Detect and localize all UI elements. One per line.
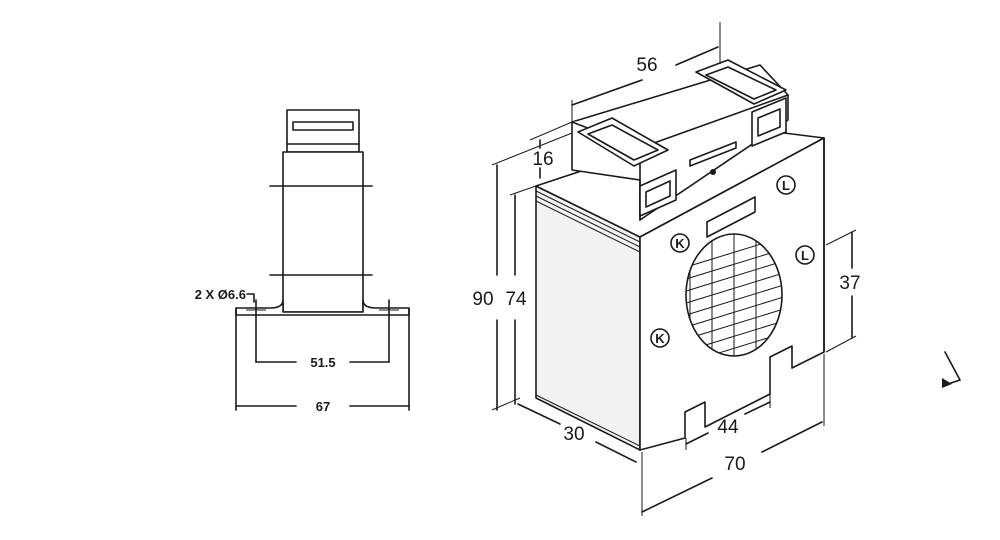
svg-text:L: L [782,178,790,193]
arrow-mark-icon [942,351,961,388]
dim-37: 37 [839,273,860,294]
dim-44-line [685,432,709,445]
dim-30-line [517,403,561,425]
terminal-screw [710,169,716,175]
dim-51-5: 51.5 [310,355,335,370]
terminal-l-right: L [795,245,815,265]
svg-text:K: K [675,236,685,251]
dim-74: 74 [505,289,527,310]
hole-note: 2 X Ø6.6 [195,287,246,302]
dim-90: 90 [472,289,493,310]
terminal-l-top: L [776,175,796,195]
side-body [282,151,364,313]
terminal-screw-slot [689,141,737,167]
dim-70: 70 [724,454,745,475]
side-mounting-foot [235,299,410,316]
side-terminal-block [286,109,360,153]
side-view: 2 X Ø6.6 51.5 67 [195,109,410,414]
dim-70-line [641,477,713,513]
side-terminal-slot [292,121,354,131]
dim-16: 16 [532,149,553,170]
terminal-k-bottom: K [650,328,670,348]
dim-56: 56 [636,55,657,76]
iso-view: K L K L [472,22,861,516]
hole-leader [246,293,255,303]
iso-terminal-block [571,59,789,221]
svg-text:L: L [801,248,809,263]
svg-text:K: K [655,331,665,346]
dim-56-line [571,22,721,122]
nameplate [706,196,756,238]
dim-67: 67 [316,399,330,414]
dim-30: 30 [563,424,584,445]
dim-44: 44 [717,417,739,438]
terminal-k-top: K [670,233,690,253]
